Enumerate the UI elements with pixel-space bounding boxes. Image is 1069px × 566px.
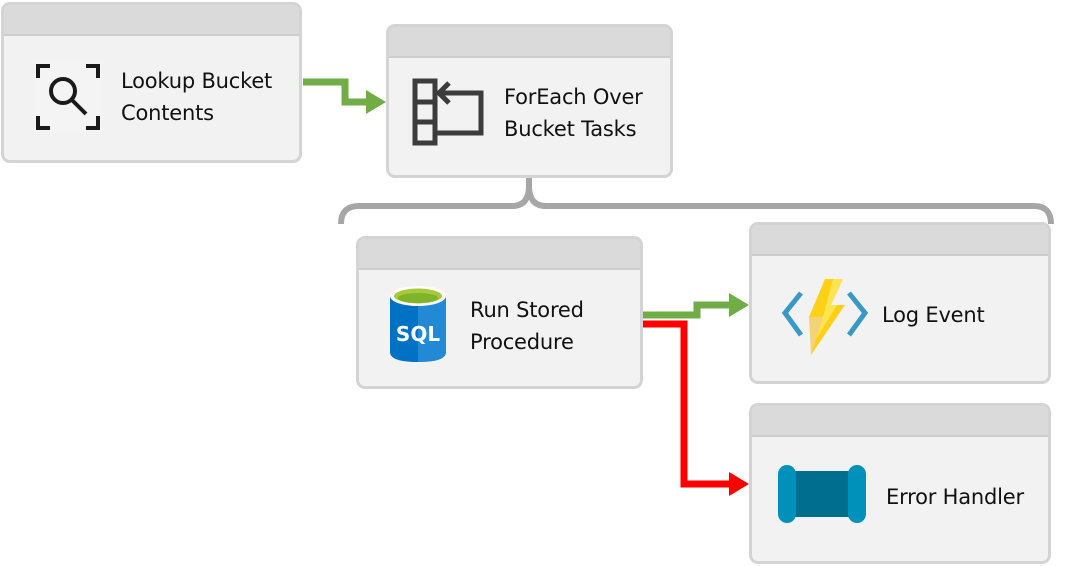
activity-lookup-bucket-contents[interactable]: Lookup Bucket Contents	[1, 2, 302, 163]
node-header	[752, 225, 1048, 256]
arrowhead-success	[729, 293, 749, 317]
activity-foreach-over-bucket-tasks[interactable]: ForEach Over Bucket Tasks	[386, 24, 673, 178]
edge-lookup-to-foreach[interactable]	[303, 78, 386, 114]
edge-sql-to-log[interactable]	[643, 293, 749, 319]
node-label: Error Handler	[886, 485, 1024, 509]
node-header	[752, 406, 1048, 437]
lookup-magnifier-icon	[34, 62, 102, 136]
activity-error-handler[interactable]: Error Handler	[749, 403, 1051, 564]
node-header	[389, 27, 670, 58]
container-brace	[338, 178, 1054, 225]
arrowhead-success	[366, 90, 386, 114]
activity-log-event[interactable]: Log Event	[749, 222, 1051, 384]
node-label: Run Stored Procedure	[470, 298, 584, 354]
node-label: ForEach Over Bucket Tasks	[504, 85, 643, 141]
foreach-loop-icon	[411, 77, 487, 151]
node-header	[359, 239, 640, 270]
node-header	[4, 5, 299, 36]
activity-run-stored-procedure[interactable]: SQL Run Stored Procedure	[356, 236, 643, 389]
queue-icon	[776, 465, 868, 529]
node-label: Lookup Bucket Contents	[121, 69, 273, 125]
edge-sql-to-error[interactable]	[643, 320, 749, 496]
node-label: Log Event	[882, 303, 985, 327]
sql-icon-text: SQL	[396, 322, 440, 346]
arrowhead-failure	[729, 472, 749, 496]
azure-function-icon	[781, 279, 869, 363]
sql-database-icon: SQL	[388, 284, 448, 368]
